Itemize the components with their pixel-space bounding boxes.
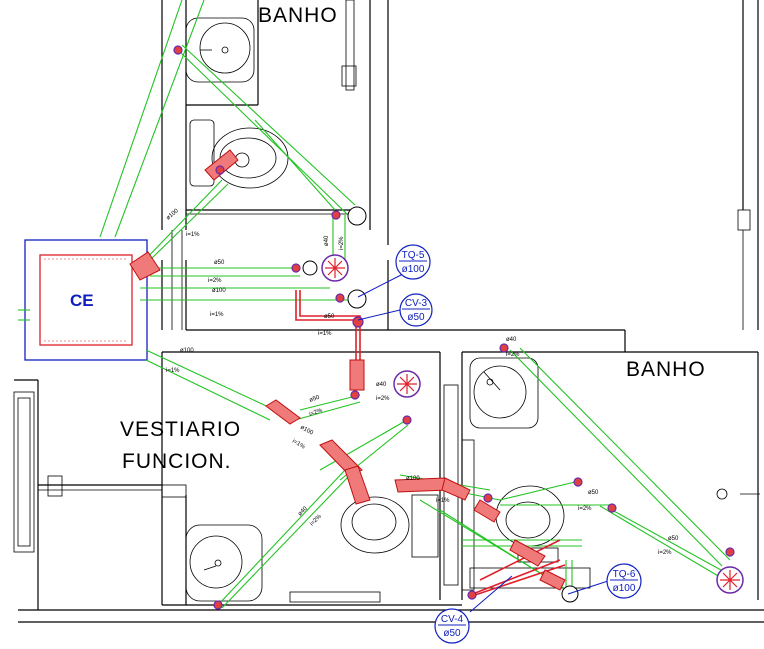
annotation: i=2%: [578, 506, 592, 512]
drain-lines: [18, 0, 731, 609]
annotation: ø40: [324, 235, 330, 246]
annotation: ø40: [297, 505, 309, 517]
tag-cv4-top: CV-4: [441, 614, 464, 625]
ce-label: CE: [70, 291, 94, 310]
tag-cv4: CV-4 ø50: [434, 575, 513, 644]
annotation: ø40: [506, 337, 517, 343]
pipes: [129, 149, 566, 596]
annotation: i=2%: [376, 396, 390, 402]
floor-drain-vestiario: [393, 370, 421, 398]
tag-tq5-top: TQ-5: [402, 250, 425, 261]
annotation: i=2%: [309, 407, 324, 417]
annotation: i=2%: [506, 352, 520, 358]
annotation: i=2%: [339, 236, 345, 250]
room-label-banho-top: BANHO: [258, 4, 338, 27]
room-label-banho-right: BANHO: [626, 358, 706, 381]
annotation: i=1%: [210, 312, 224, 318]
annotation: ø100: [180, 348, 194, 354]
annotation: i=1%: [291, 439, 306, 451]
annotation: ø100: [406, 476, 420, 482]
floor-drain-right: [716, 566, 744, 594]
annotation: i=1%: [166, 368, 180, 374]
toilet-top: [189, 119, 289, 189]
annotation: ø40: [376, 382, 387, 388]
annotation: ø100: [212, 288, 226, 294]
floor-drains: [302, 206, 744, 603]
tag-cv3-top: CV-3: [405, 298, 428, 309]
tag-cv3: CV-3 ø50: [357, 293, 433, 327]
annotation: i=1%: [436, 498, 450, 504]
room-label-vestiario-2: FUNCION.: [122, 450, 232, 473]
sink-right: [469, 357, 539, 429]
annotation: i=2%: [658, 550, 672, 556]
annotation: ø50: [668, 536, 679, 542]
sink-top: [185, 17, 255, 83]
annotation: ø50: [324, 314, 335, 320]
tag-tq6-bottom: ø100: [613, 583, 636, 594]
tag-cv3-bottom: ø50: [407, 312, 425, 323]
fixtures: [185, 17, 591, 603]
tag-tq6-top: TQ-6: [613, 569, 636, 580]
room-label-vestiario-1: VESTIARIO: [120, 418, 241, 441]
sink-vestiario: [185, 524, 263, 602]
tag-tq5-bottom: ø100: [402, 264, 425, 275]
tag-cv4-bottom: ø50: [443, 628, 461, 639]
tag-tq6: TQ-6 ø100: [567, 563, 642, 599]
annotation: i=1%: [186, 232, 200, 238]
fittings: [173, 45, 735, 610]
floor-drain-top: [321, 254, 349, 282]
annotation: i=1%: [318, 331, 332, 337]
annotation: ø50: [309, 394, 321, 403]
annotation: i=2%: [208, 278, 222, 284]
annotation: ø100: [165, 208, 180, 222]
ce-box: CE: [24, 239, 148, 361]
annotation: ø50: [214, 260, 225, 266]
tag-tq5: TQ-5 ø100: [357, 244, 431, 298]
annotation: ø50: [588, 490, 599, 496]
annotation: ø100: [299, 425, 314, 437]
toilet-vestiario: [289, 494, 439, 603]
